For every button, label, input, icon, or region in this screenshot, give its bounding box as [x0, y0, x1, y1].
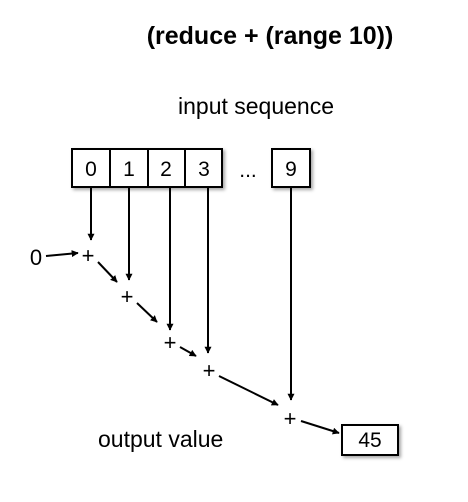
diagram-title: (reduce + (range 10)) — [146, 22, 394, 50]
sequence-cell-value: 0 — [85, 158, 97, 181]
accumulator-arrow — [136, 302, 158, 323]
initial-arrow — [45, 250, 79, 258]
plus-node: + — [82, 243, 95, 268]
sequence-cell-last — [271, 148, 311, 188]
output-result: 45 — [358, 429, 381, 452]
sequence-cell-value: 1 — [123, 158, 135, 181]
input-sequence — [71, 148, 311, 188]
accumulator-arrow — [218, 375, 279, 406]
sequence-cell-value: 9 — [285, 158, 297, 181]
output-value-label: output value — [98, 426, 224, 452]
accumulator-arrow — [179, 346, 197, 357]
result-arrow — [300, 420, 340, 435]
input-sequence-label: input sequence — [178, 93, 335, 119]
sequence-ellipsis: ... — [239, 159, 257, 182]
accumulator-arrow — [97, 261, 118, 283]
plus-node: + — [164, 330, 177, 355]
plus-node: + — [121, 284, 134, 309]
sequence-cell-value: 2 — [160, 158, 172, 181]
sequence-cell-value: 3 — [198, 158, 210, 181]
initial-value: 0 — [30, 245, 42, 270]
plus-node: + — [284, 406, 297, 431]
output-box — [341, 424, 399, 456]
plus-node: + — [203, 358, 216, 383]
